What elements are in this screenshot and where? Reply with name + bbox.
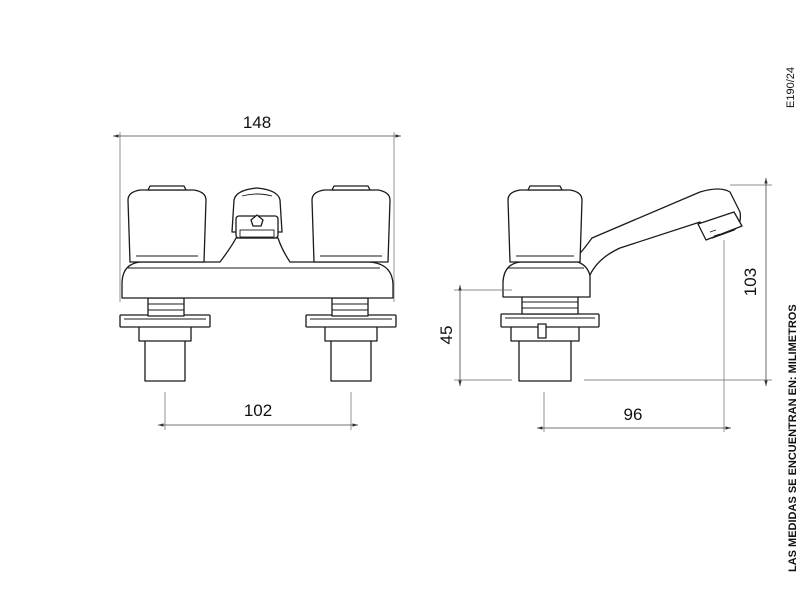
side-valve-assembly — [500, 295, 600, 382]
dimension-overall-width: 148 — [113, 113, 401, 302]
right-valve-assembly — [305, 297, 397, 382]
dimension-total-height: 103 — [584, 178, 772, 386]
dimension-center-distance: 102 — [158, 392, 358, 430]
dimension-102-label: 102 — [244, 401, 272, 420]
dimension-103-label: 103 — [741, 268, 760, 296]
left-handle — [127, 185, 207, 263]
side-handle — [507, 185, 583, 263]
side-base-body — [502, 261, 591, 298]
dimension-148-label: 148 — [243, 113, 271, 132]
right-handle — [311, 185, 391, 263]
dimension-spout-reach: 96 — [537, 240, 731, 432]
side-view: 45 103 96 — [437, 178, 772, 432]
drawing-code: E190/24 — [785, 67, 797, 108]
dimension-96-label: 96 — [624, 405, 643, 424]
left-valve-assembly — [119, 297, 211, 382]
dimension-base-height: 45 — [437, 285, 512, 386]
side-spout — [571, 188, 742, 276]
front-view: 148 102 — [113, 113, 401, 430]
dimension-45-label: 45 — [437, 326, 456, 345]
central-spout — [231, 187, 283, 239]
units-note: LAS MEDIDAS SE ENCUENTRAN EN: MILIMETROS — [787, 304, 799, 572]
